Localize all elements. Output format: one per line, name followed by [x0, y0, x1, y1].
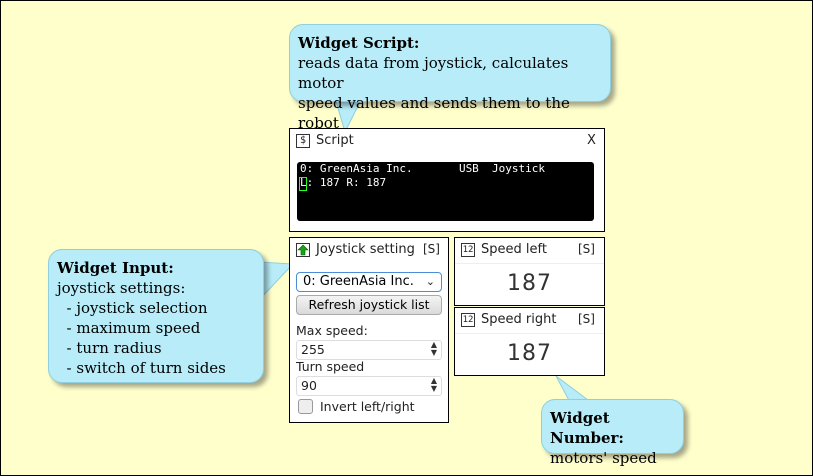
speed-right-widget[interactable]: 12 Speed right [S] 187	[454, 307, 605, 376]
turn-speed-label: Turn speed	[296, 359, 365, 374]
script-widget-title: Script	[316, 133, 354, 148]
script-close-button[interactable]: X	[587, 133, 596, 148]
max-speed-spinbox[interactable]: 255 ▲▼	[296, 340, 442, 360]
callout-number-line-1: motors' speed	[550, 449, 657, 467]
joystick-widget-header: Joystick setting	[296, 242, 415, 257]
script-widget[interactable]: $ Script X 0: GreenAsia Inc. USB Joystic…	[289, 128, 605, 232]
callout-number: Widget Number: motors' speed	[541, 399, 684, 467]
speed-right-title: Speed right	[481, 312, 557, 327]
callout-input-title: Widget Input:	[57, 259, 174, 277]
speed-left-value: 187	[507, 271, 552, 296]
speed-right-tag: [S]	[578, 312, 595, 326]
callout-script-title: Widget Script:	[298, 34, 420, 52]
turn-speed-value: 90	[301, 378, 317, 393]
callout-input-line-2: - joystick selection	[57, 299, 208, 317]
terminal-cursor	[299, 177, 307, 191]
speed-left-widget[interactable]: 12 Speed left [S] 187	[454, 237, 605, 306]
joystick-select-value: 0: GreenAsia Inc.	[303, 274, 414, 289]
joystick-widget-title: Joystick setting	[316, 242, 415, 257]
callout-input-line-1: joystick settings:	[57, 279, 186, 297]
speed-right-header: 12 Speed right	[461, 312, 556, 327]
turn-speed-spinbox[interactable]: 90 ▲▼	[296, 376, 442, 396]
callout-number-title: Widget Number:	[550, 409, 624, 447]
invert-checkbox[interactable]	[298, 399, 313, 414]
callout-script: Widget Script: reads data from joystick,…	[289, 24, 611, 132]
terminal-line-2: L: 187 R: 187	[300, 176, 387, 189]
callout-input-line-3: - maximum speed	[57, 319, 201, 337]
spinner-arrows-icon[interactable]: ▲▼	[430, 340, 437, 357]
callout-input-line-4: - turn radius	[57, 339, 162, 357]
chevron-down-icon: ⌄	[425, 275, 435, 288]
number-icon: 12	[461, 312, 475, 327]
speed-left-title: Speed left	[481, 242, 547, 257]
callout-input: Widget Input: joystick settings: - joyst…	[48, 249, 264, 383]
callout-input-line-5: - switch of turn sides	[57, 359, 226, 377]
speed-right-value: 187	[507, 341, 552, 366]
joystick-widget[interactable]: Joystick setting [S] 0: GreenAsia Inc. ⌄…	[289, 237, 449, 423]
divider	[455, 333, 604, 334]
spinner-arrows-icon[interactable]: ▲▼	[430, 376, 437, 393]
script-dollar-icon: $	[296, 133, 310, 148]
speed-left-tag: [S]	[578, 242, 595, 256]
terminal-line-1: 0: GreenAsia Inc. USB Joystick	[300, 162, 546, 175]
terminal-line-2-row: L: 187 R: 187	[299, 176, 594, 191]
joystick-select[interactable]: 0: GreenAsia Inc. ⌄	[296, 272, 442, 292]
script-widget-header: $ Script	[296, 133, 354, 148]
speed-left-header: 12 Speed left	[461, 242, 547, 257]
refresh-joystick-button[interactable]: Refresh joystick list	[296, 295, 442, 315]
divider	[455, 263, 604, 264]
joystick-widget-tag: [S]	[423, 242, 440, 256]
callout-script-line-2: speed values and sends them to the robot	[298, 94, 570, 132]
invert-label: Invert left/right	[320, 399, 415, 414]
max-speed-label: Max speed:	[296, 323, 368, 338]
number-icon: 12	[461, 242, 475, 257]
max-speed-value: 255	[301, 342, 325, 357]
arrow-up-icon	[296, 242, 310, 257]
callout-script-line-1: reads data from joystick, calculates mot…	[298, 54, 569, 92]
